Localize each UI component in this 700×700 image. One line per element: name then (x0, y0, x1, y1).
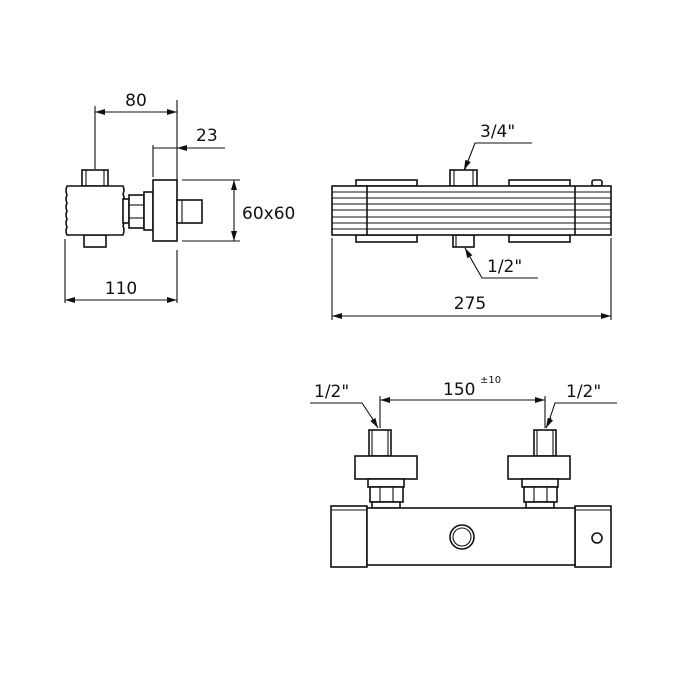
right-inlet (507, 429, 571, 509)
dimension-80: 80 (94, 91, 178, 180)
dim-label-275: 275 (454, 294, 486, 314)
button-hole (591, 532, 603, 544)
outlet-size-label: 3/4" (480, 122, 515, 142)
left-inlet-size-label: 1/2" (314, 382, 349, 402)
dim-label-80: 80 (125, 91, 147, 111)
label-inlet-1-2: 1/2" (464, 247, 538, 279)
right-inlet-size-label: 1/2" (566, 382, 601, 402)
dimension-60x60: 60x60 (182, 179, 295, 242)
side-body (65, 169, 203, 248)
top-view: 3/4" 1/2" 275 (331, 122, 612, 320)
front-view: 150 ±10 1/2" 1/2" (310, 375, 617, 568)
label-outlet-3-4: 3/4" (463, 122, 532, 171)
dimension-23: 23 (152, 126, 225, 177)
side-view: 80 23 60x60 110 (64, 91, 295, 303)
dim-label-110: 110 (105, 279, 137, 299)
label-left-inlet: 1/2" (310, 382, 379, 429)
label-right-inlet: 1/2" (545, 382, 617, 429)
dimension-150: 150 ±10 (379, 375, 546, 428)
dim-label-60x60: 60x60 (242, 204, 295, 224)
dimension-275: 275 (331, 238, 612, 320)
left-inlet (354, 429, 418, 509)
control-knob (449, 524, 475, 550)
dim-label-23: 23 (196, 126, 218, 146)
dim-label-150: 150 (443, 380, 475, 400)
dimension-110: 110 (64, 239, 178, 303)
body-stripes (332, 191, 611, 230)
inlet-size-label: 1/2" (487, 257, 522, 277)
dim-tolerance: ±10 (480, 375, 501, 386)
